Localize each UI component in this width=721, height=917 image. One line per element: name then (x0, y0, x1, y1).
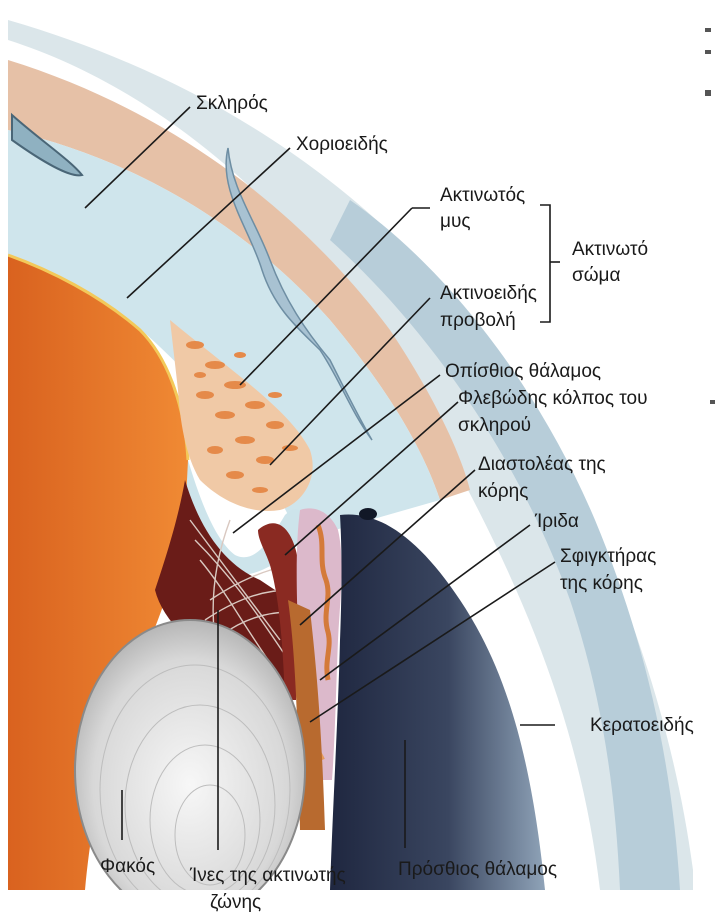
label-cornea: Κερατοειδής (590, 714, 694, 737)
label-ciliary-process-2: προβολή (440, 309, 516, 332)
label-ciliary-body-1: Ακτινωτό (572, 238, 648, 261)
label-scleral-sinus-2: σκληρού (458, 414, 531, 437)
label-scleral-sinus-1: Φλεβώδης κόλπος του (458, 387, 647, 410)
label-anterior-chamber: Πρόσθιος θάλαμος (398, 858, 557, 881)
margin-marks (705, 28, 715, 404)
label-ciliary-muscle-2: μυς (440, 210, 471, 233)
label-ciliary-muscle-1: Ακτινωτός (440, 184, 525, 207)
label-iris: Ίριδα (535, 510, 579, 533)
label-dilator-1: Διαστολέας της (478, 453, 606, 476)
label-ciliary-body-2: σώμα (572, 264, 621, 287)
label-dilator-2: κόρης (478, 480, 528, 503)
label-sclera: Σκληρός (196, 92, 268, 115)
scleral-venous-sinus (359, 508, 377, 520)
label-posterior-chamber: Οπίσθιος θάλαμος (445, 360, 601, 383)
label-ciliary-process-1: Ακτινοειδής (440, 282, 537, 305)
label-lens: Φακός (100, 855, 155, 878)
label-sphincter-1: Σφιγκτήρας (560, 545, 656, 568)
label-zonule-1: Ίνες της ακτινωτής (190, 864, 346, 887)
label-choroid: Χοριοειδής (296, 133, 388, 156)
label-zonule-2: ζώνης (210, 891, 261, 914)
label-sphincter-2: της κόρης (560, 572, 643, 595)
